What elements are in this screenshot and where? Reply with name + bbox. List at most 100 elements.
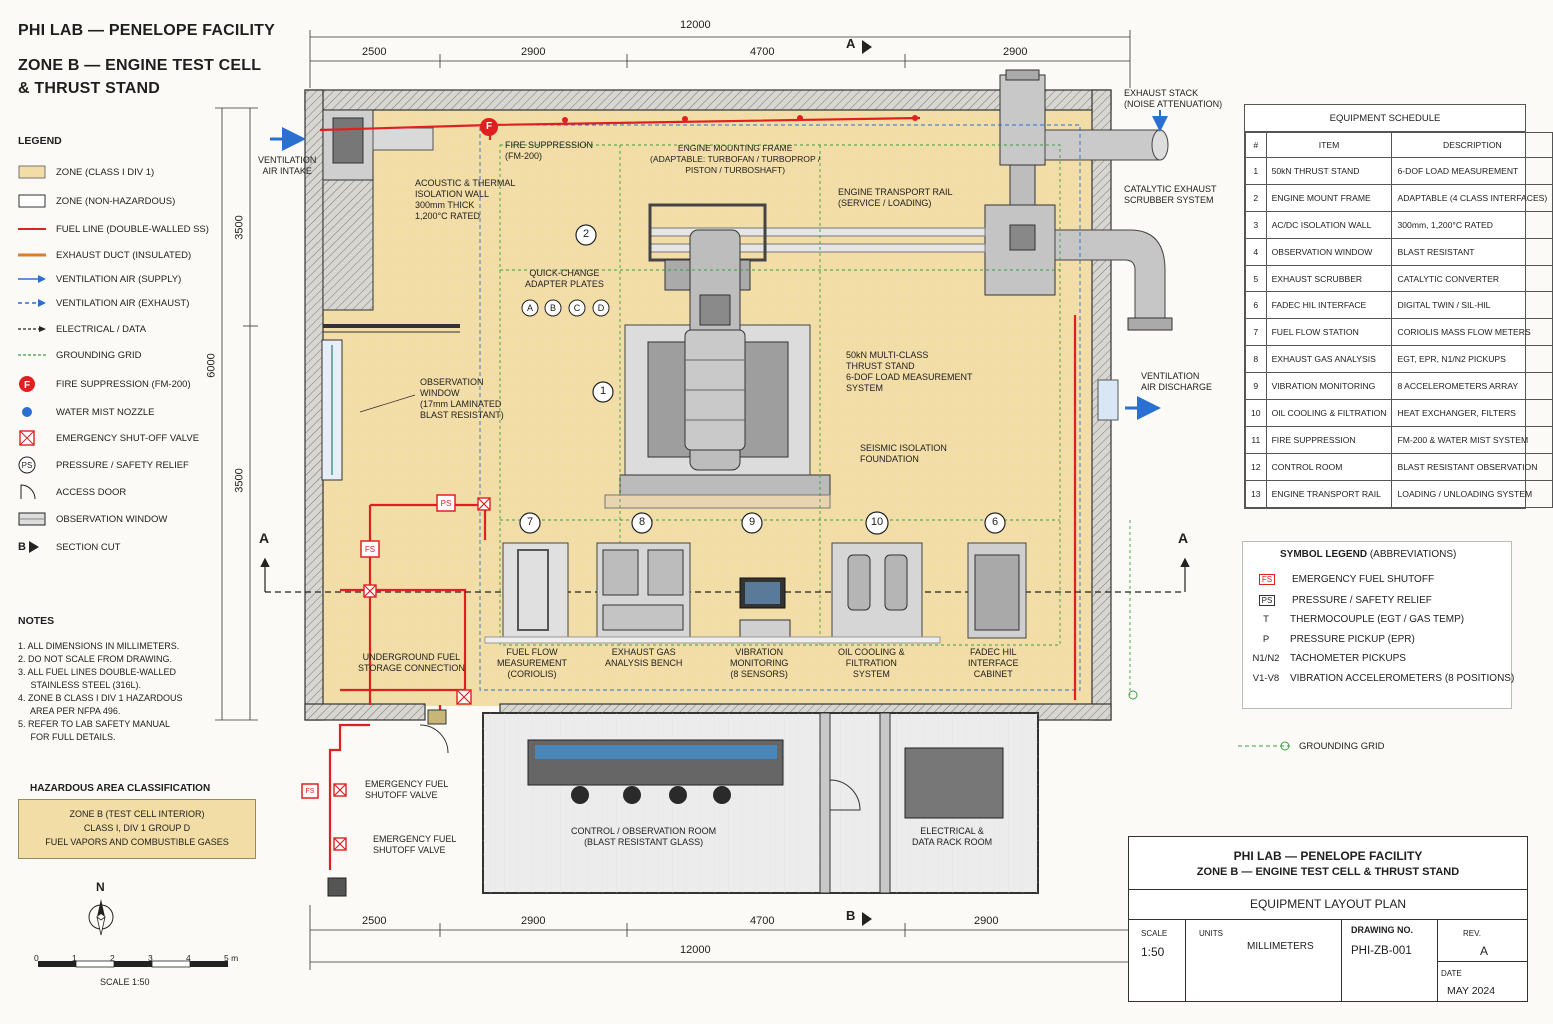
note-line: 5. REFER TO LAB SAFETY MANUAL	[18, 719, 171, 729]
svg-text:PS: PS	[22, 461, 33, 470]
control-room-label: CONTROL / OBSERVATION ROOM(BLAST RESISTA…	[571, 826, 717, 847]
table-cell: 13	[1245, 479, 1267, 508]
symbol-key: T	[1263, 614, 1269, 625]
symbol-legend-item: P PRESSURE PICKUP (EPR)	[1252, 634, 1415, 645]
dim-total-bottom: 12000	[680, 944, 711, 956]
legend-item: VENTILATION AIR (SUPPLY)	[18, 271, 181, 287]
table-cell: 300mm, 1,200°C RATED	[1391, 210, 1553, 239]
tb-plan: EQUIPMENT LAYOUT PLAN	[1129, 889, 1527, 920]
note-line: AREA PER NFPA 496.	[18, 706, 121, 716]
table-cell: LOADING / UNLOADING SYSTEM	[1391, 479, 1553, 508]
table-cell: 5	[1245, 264, 1267, 293]
schedule-col: DESCRIPTION	[1391, 132, 1553, 158]
table-cell: EXHAUST GAS ANALYSIS	[1265, 345, 1393, 374]
fire-suppression-label: FIRE SUPPRESSION(FM-200)	[505, 140, 594, 161]
tb-units-label: UNITS	[1199, 929, 1223, 938]
symbol-label: EMERGENCY FUEL SHUTOFF	[1292, 574, 1435, 585]
legend-label: OBSERVATION WINDOW	[56, 513, 168, 525]
table-cell: FIRE SUPPRESSION	[1265, 425, 1393, 454]
legend-title: LEGEND	[18, 135, 62, 147]
valve-icon	[18, 430, 48, 446]
mount-frame-label: ENGINE MOUNTING FRAME(ADAPTABLE: TURBOFA…	[650, 143, 821, 175]
tb-scale-value: 1:50	[1141, 945, 1165, 959]
table-cell: DIGITAL TWIN / SIL-HIL	[1391, 291, 1553, 320]
callout-10: 10	[870, 516, 884, 528]
tb-drawing-value: PHI-ZB-001	[1351, 945, 1412, 957]
schedule-col: ITEM	[1265, 132, 1393, 158]
table-cell: 9	[1245, 372, 1267, 401]
table-cell: 6-DOF LOAD MEASUREMENT	[1391, 157, 1553, 185]
hazard-line: ZONE B (TEST CELL INTERIOR)	[69, 809, 205, 819]
hazard-line: FUEL VAPORS AND COMBUSTIBLE GASES	[45, 837, 229, 847]
tb-date-label: DATE	[1441, 969, 1462, 978]
dim-top: 2900	[1003, 46, 1028, 58]
legend-label: SECTION CUT	[56, 541, 121, 553]
ps-tag: PS	[440, 499, 452, 508]
tb-drawing-label: DRAWING NO.	[1351, 925, 1413, 935]
scale-tick: 4	[186, 953, 191, 963]
callout-1: 1	[599, 385, 607, 397]
symbol-legend	[1242, 541, 1512, 709]
symbol-key: V1-V8	[1252, 673, 1280, 684]
supply-arrow-icon	[18, 271, 48, 287]
table-cell: 11	[1245, 425, 1267, 454]
symbol-label: PRESSURE PICKUP (EPR)	[1290, 634, 1415, 645]
legend-label: EXHAUST DUCT (INSULATED)	[56, 249, 192, 261]
dim-top: 2900	[521, 46, 546, 58]
dim-bottom: 2900	[974, 915, 999, 927]
notes-title: NOTES	[18, 615, 55, 627]
table-cell: EGT, EPR, N1/N2 PICKUPS	[1391, 345, 1553, 374]
fuel-lines	[319, 116, 1077, 870]
note-line: STAINLESS STEEL (316L).	[18, 680, 142, 690]
legend-item: EXHAUST DUCT (INSULATED)	[18, 247, 191, 263]
legend-item: EMERGENCY SHUT-OFF VALVE	[18, 430, 199, 446]
table-cell: BLAST RESISTANT	[1391, 237, 1553, 266]
north-arrow-icon	[88, 899, 114, 936]
section-a-left: A	[259, 530, 270, 546]
schedule-title: EQUIPMENT SCHEDULE	[1245, 105, 1525, 132]
legend-label: VENTILATION AIR (SUPPLY)	[56, 273, 182, 285]
legend-label: ZONE (NON-HAZARDOUS)	[56, 195, 176, 207]
note-line: FOR FULL DETAILS.	[18, 732, 116, 742]
hazard-title: HAZARDOUS AREA CLASSIFICATION	[30, 783, 211, 794]
symbol-legend-item: FS EMERGENCY FUEL SHUTOFF	[1252, 574, 1434, 585]
symbol-label: VIBRATION ACCELEROMETERS (8 POSITIONS)	[1290, 673, 1515, 684]
fire-tag: F	[485, 121, 493, 132]
table-cell: 7	[1245, 318, 1267, 347]
symbol-key: FS	[1259, 574, 1275, 585]
callout-2: 2	[582, 228, 590, 240]
table-cell: FUEL FLOW STATION	[1265, 318, 1393, 347]
section-icon: B	[18, 539, 48, 555]
legend-item: B SECTION CUT	[18, 539, 120, 555]
table-cell: BLAST RESISTANT OBSERVATION	[1391, 452, 1553, 481]
symbol-key: PS	[1259, 595, 1275, 606]
dim-total-top: 12000	[680, 19, 711, 31]
symbol-key: P	[1262, 634, 1270, 645]
table-cell: HEAT EXCHANGER, FILTERS	[1391, 399, 1553, 427]
note-line: 3. ALL FUEL LINES DOUBLE-WALLED	[18, 667, 177, 677]
adapter-b: B	[549, 303, 556, 313]
zone-hazard-swatch-icon	[18, 164, 48, 180]
table-cell: FADEC HIL INTERFACE	[1265, 291, 1393, 320]
svg-text:F: F	[24, 380, 30, 391]
adapter-c: C	[573, 303, 581, 313]
adapter-a: A	[526, 303, 533, 313]
legend-item: OBSERVATION WINDOW	[18, 511, 167, 527]
